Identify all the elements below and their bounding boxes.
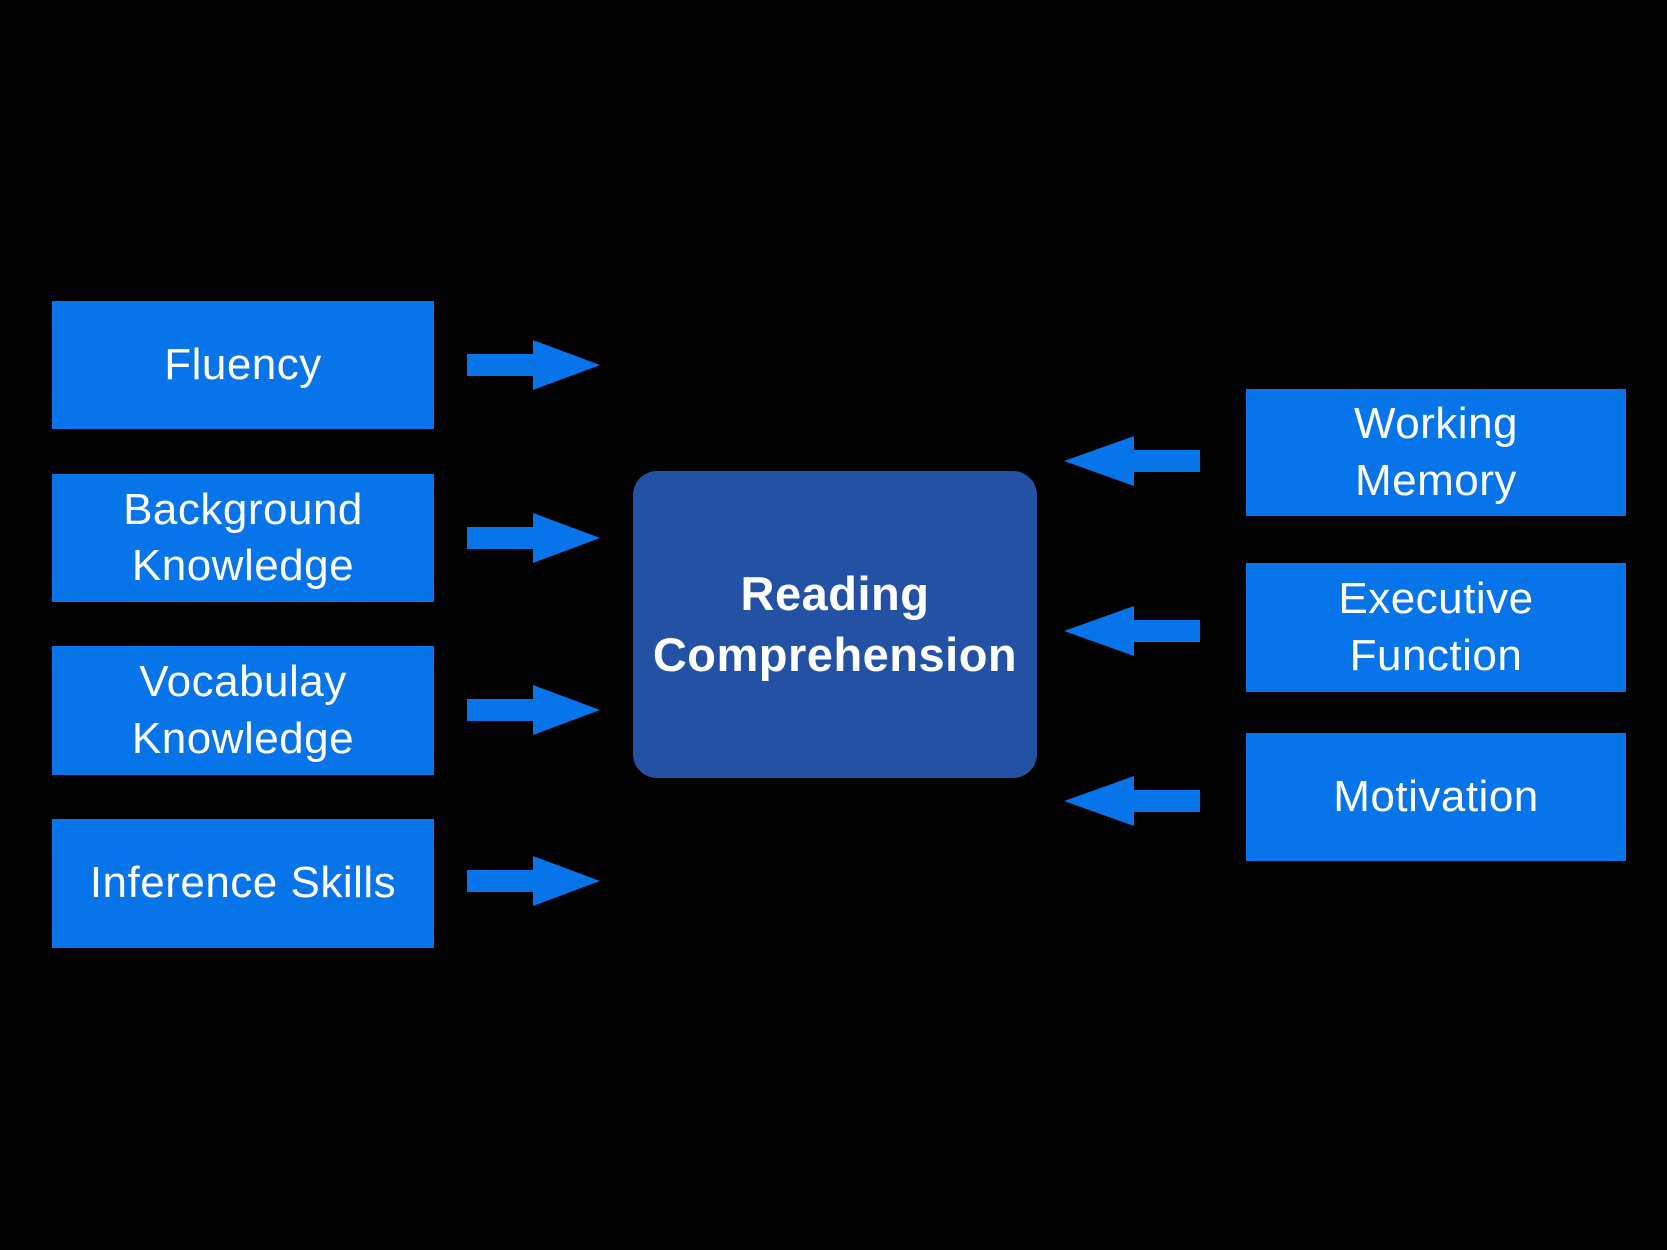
node-label: Inference Skills — [89, 858, 397, 908]
node-motivation: Motivation — [1246, 733, 1626, 861]
node-label: Working Memory — [1353, 399, 1519, 505]
node-inference-skills: Inference Skills — [52, 819, 434, 948]
node-label: Motivation — [1333, 771, 1539, 821]
node-label: Executive Function — [1338, 574, 1534, 680]
node-fluency: Fluency — [52, 301, 434, 429]
arrow-right-icon — [467, 856, 600, 906]
arrow-left-icon — [1064, 606, 1200, 656]
node-label: Background Knowledge — [123, 484, 363, 590]
node-label: Fluency — [164, 339, 322, 389]
arrow-left-icon — [1064, 776, 1200, 826]
node-label: Vocabulay Knowledge — [131, 657, 355, 763]
node-label: Reading Comprehension — [652, 567, 1018, 681]
node-reading-comprehension: Reading Comprehension — [633, 471, 1037, 778]
node-working-memory: Working Memory — [1246, 389, 1626, 516]
node-executive-function: Executive Function — [1246, 563, 1626, 692]
node-vocabulary-knowledge: Vocabulay Knowledge — [52, 646, 434, 775]
arrow-left-icon — [1064, 436, 1200, 486]
node-background-knowledge: Background Knowledge — [52, 474, 434, 602]
arrow-right-icon — [467, 340, 600, 390]
arrow-right-icon — [467, 685, 600, 735]
arrow-right-icon — [467, 513, 600, 563]
